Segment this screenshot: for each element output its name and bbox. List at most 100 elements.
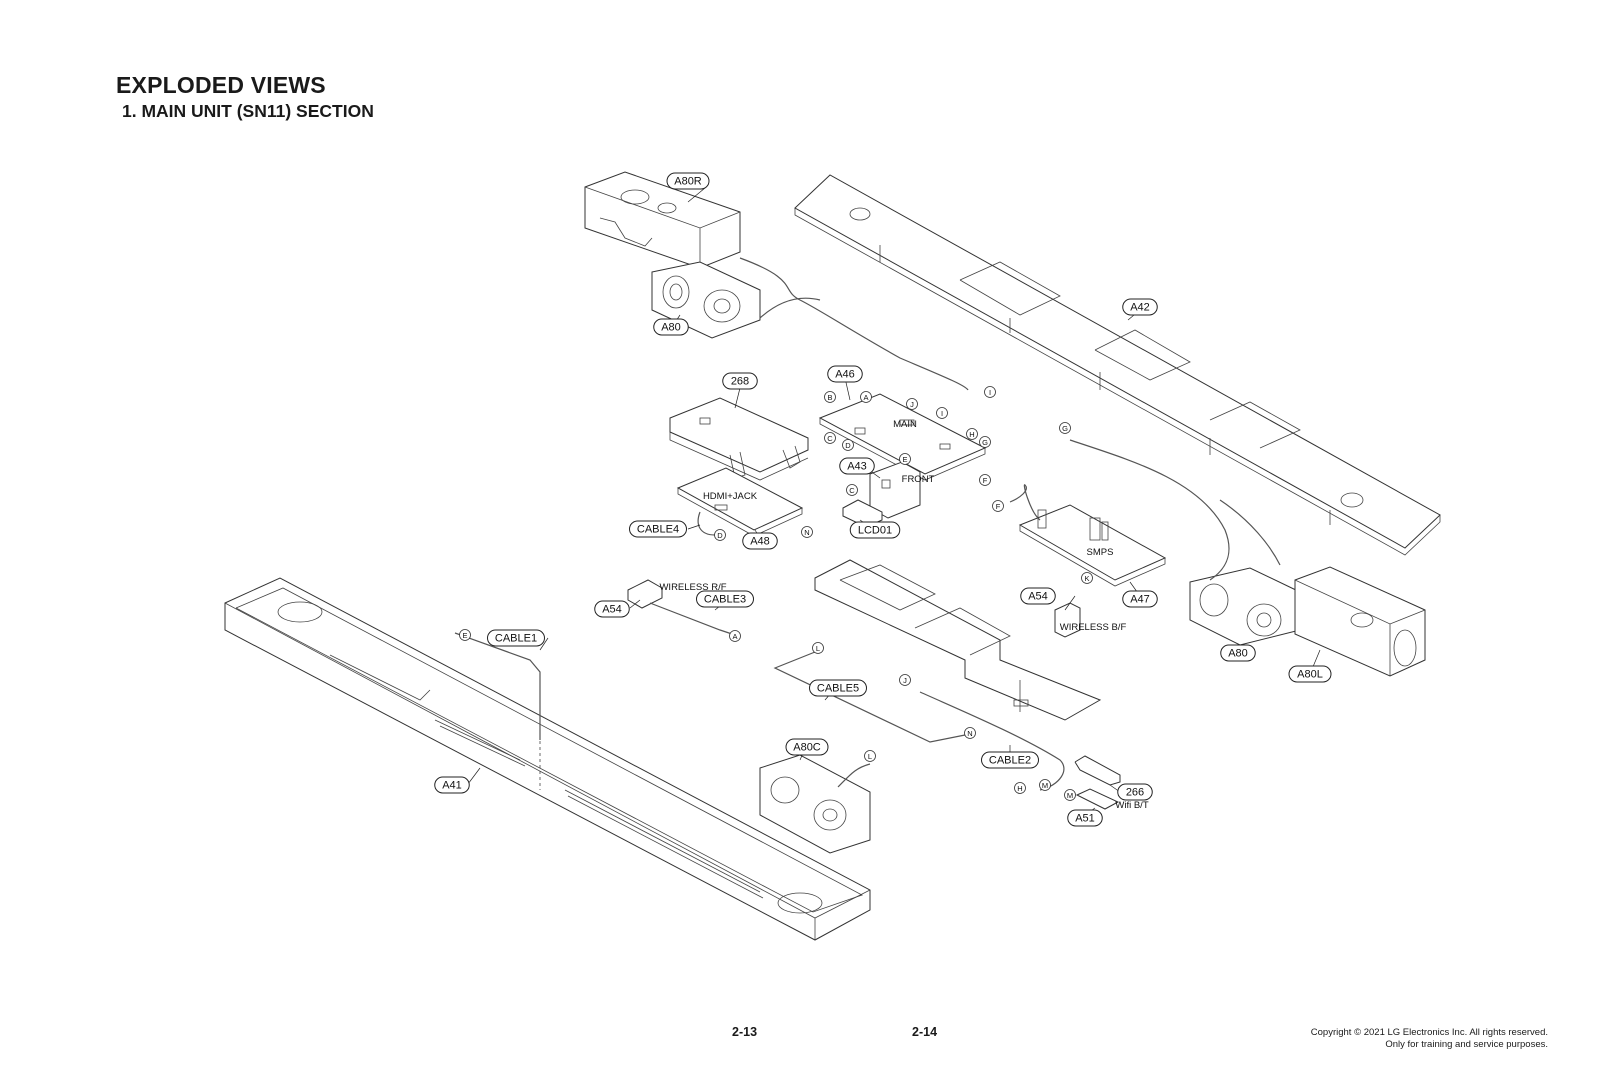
svg-text:L: L [816,644,820,653]
connector-marker-e: E [459,629,471,641]
part-label-a54: A54 [1020,587,1056,605]
smps-board-a47 [1018,504,1167,587]
svg-text:F: F [996,502,1001,511]
wifi-bt-board-a51 [1075,788,1120,810]
connector-marker-a: A [729,630,741,642]
board-label-wireless-r-f: WIRELESS R/F [659,582,726,593]
connector-marker-f: F [979,474,991,486]
connector-marker-j: J [906,398,918,410]
part-label-a80l: A80L [1288,665,1332,683]
svg-text:M: M [1042,781,1048,790]
svg-text:A80R: A80R [674,176,702,188]
svg-text:266: 266 [1126,787,1144,799]
svg-text:A54: A54 [602,604,622,616]
main-board-a46 [818,393,987,481]
chassis-a42 [794,174,1441,556]
svg-text:A54: A54 [1028,591,1048,603]
cable1-path [454,632,541,740]
svg-text:E: E [462,631,467,640]
connector-marker-m: M [1039,779,1051,791]
part-label-a51: A51 [1067,809,1103,827]
connector-marker-m: M [1064,789,1076,801]
cable2-path [919,691,1065,791]
part-label-a41: A41 [434,776,470,794]
connector-marker-c: C [846,484,858,496]
connector-marker-n: N [964,727,976,739]
connector-marker-h: H [966,428,978,440]
part-label-a47: A47 [1122,590,1158,608]
part-label-268: 268 [722,372,758,390]
svg-text:J: J [910,400,914,409]
connector-marker-f: F [992,500,1004,512]
svg-text:A42: A42 [1130,302,1150,314]
board-label-main: MAIN [893,419,917,430]
svg-text:D: D [845,441,851,450]
svg-text:A48: A48 [750,536,770,548]
part-label-a46: A46 [827,365,863,383]
connector-marker-a: A [860,391,872,403]
part-label-cable4: CABLE4 [629,520,687,538]
svg-text:268: 268 [731,376,749,388]
part-label-a80: A80 [653,318,689,336]
svg-text:J: J [903,676,907,685]
svg-text:N: N [804,528,809,537]
connector-marker-g: G [1059,422,1071,434]
svg-text:CABLE2: CABLE2 [989,755,1031,767]
board-label-smps: SMPS [1087,547,1114,558]
page-number-left: 2-13 [732,1025,758,1039]
svg-text:A47: A47 [1130,594,1150,606]
part-label-a80r: A80R [666,172,710,190]
connector-marker-n: N [801,526,813,538]
svg-text:G: G [982,438,988,447]
page-title: EXPLODED VIEWS [116,72,326,98]
connector-marker-d: D [842,439,854,451]
connector-marker-l: L [812,642,824,654]
connector-marker-k: K [1081,572,1093,584]
part-label-cable1: CABLE1 [487,629,545,647]
clip-266 [1074,755,1121,786]
part-label-a48: A48 [742,532,778,550]
svg-text:I: I [941,409,943,418]
connector-marker-i: I [936,407,948,419]
connector-marker-i: I [984,386,996,398]
svg-text:A80: A80 [1228,648,1248,660]
wireless-rf-board-a54 [627,579,663,609]
part-label-266: 266 [1117,783,1153,801]
svg-text:G: G [1062,424,1068,433]
svg-text:A80: A80 [661,322,681,334]
middle-frame [814,559,1102,721]
connector-marker-d: D [714,529,726,541]
speaker-housing-a80r [584,171,741,269]
svg-text:C: C [827,434,833,443]
connector-marker-j: J [899,674,911,686]
section-title: 1. MAIN UNIT (SN11) SECTION [122,101,374,121]
svg-text:A: A [863,393,868,402]
cable5-path [773,651,966,743]
part-label-a42: A42 [1122,298,1158,316]
board-label-front: FRONT [902,474,935,485]
svg-text:D: D [717,531,723,540]
speaker-housing-a80l [1294,566,1426,677]
part-label-a43: A43 [839,457,875,475]
part-labels: A80RA80A42268A46A43LCD01CABLE4A48A47A54A… [434,172,1332,827]
svg-text:K: K [1084,574,1089,583]
svg-text:B: B [827,393,832,402]
part-label-a54: A54 [594,600,630,618]
svg-text:C: C [849,486,855,495]
svg-text:L: L [868,752,872,761]
svg-text:CABLE3: CABLE3 [704,594,746,606]
connector-marker-l: L [864,750,876,762]
svg-text:A80L: A80L [1297,669,1323,681]
svg-text:A51: A51 [1075,813,1095,825]
connector-marker-e: E [899,453,911,465]
connector-marker-c: C [824,432,836,444]
board-label-wifi-b-t: Wifi B/T [1115,800,1148,811]
svg-text:A80C: A80C [793,742,821,754]
part-label-a80: A80 [1220,644,1256,662]
page-number-right: 2-14 [912,1025,938,1039]
copyright-notice: Copyright © 2021 LG Electronics Inc. All… [1311,1027,1548,1051]
